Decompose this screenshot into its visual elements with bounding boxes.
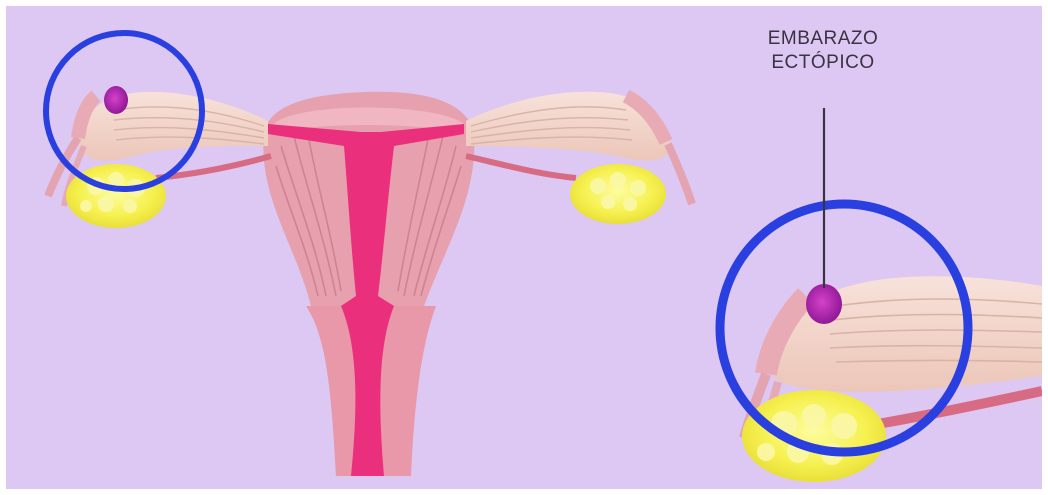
left-ectopic-embryo xyxy=(104,86,128,114)
inset-ectopic-embryo xyxy=(806,284,842,324)
right-ovary xyxy=(570,164,666,224)
right-ligament xyxy=(466,156,576,178)
inset-ovary xyxy=(742,390,886,482)
diagram-canvas: EMBARAZO ECTÓPICO xyxy=(6,6,1042,489)
zoom-inset xyxy=(720,204,1042,482)
ectopic-label-line1: EMBARAZO xyxy=(748,28,898,50)
inset-ligament xyxy=(866,391,1042,426)
uterus-diagram xyxy=(6,6,1042,489)
ectopic-label-line2: ECTÓPICO xyxy=(748,52,898,74)
uterus xyxy=(263,92,474,476)
